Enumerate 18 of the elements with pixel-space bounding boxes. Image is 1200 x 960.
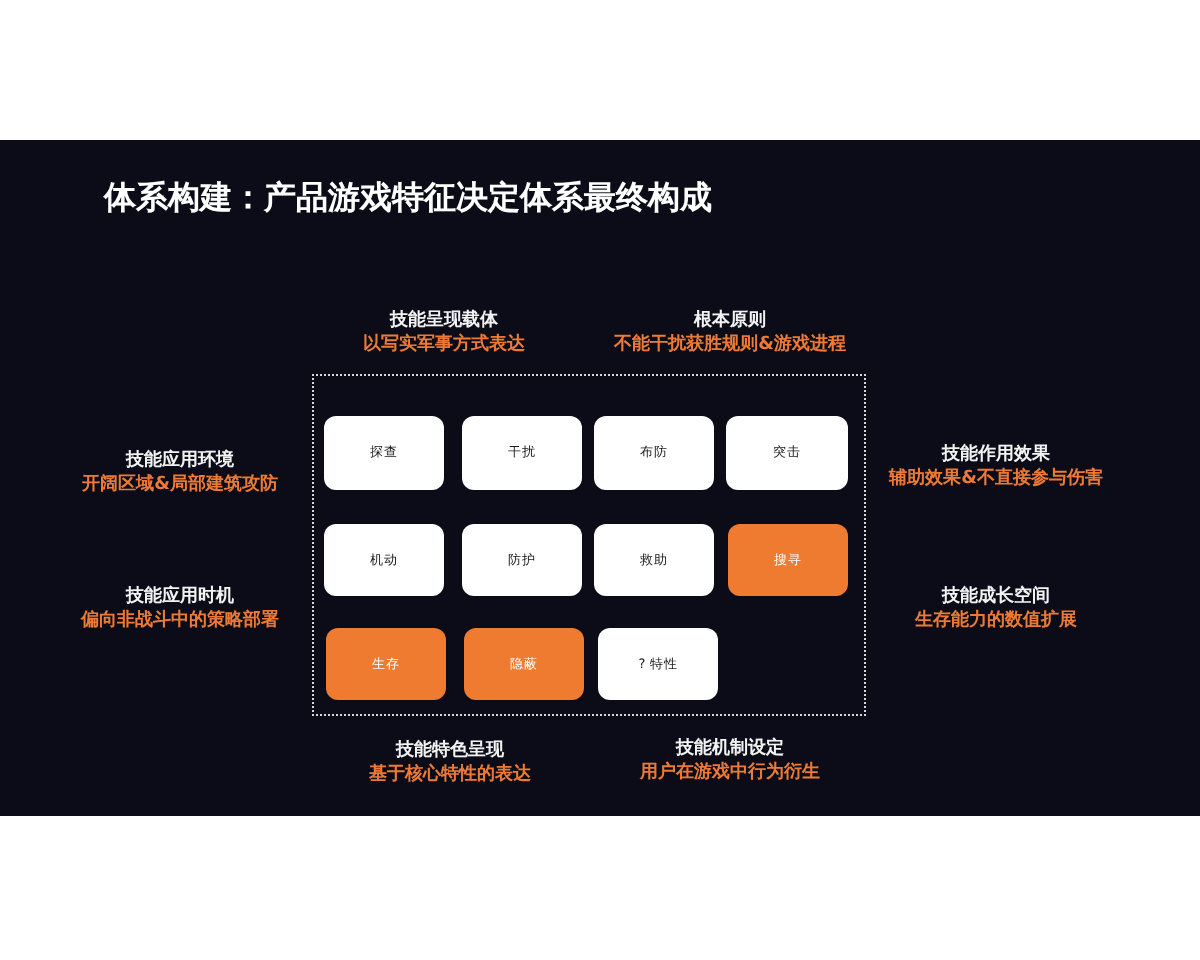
section-heading: 技能应用时机: [126, 587, 234, 609]
section-heading: 技能特色呈现: [396, 741, 504, 763]
section-heading: 根本原则: [694, 311, 766, 333]
section-heading: 技能成长空间: [942, 587, 1050, 609]
section-heading: 技能呈现载体: [390, 311, 498, 333]
section-heading: 技能应用环境: [126, 451, 234, 473]
section-note: 生存能力的数值扩展: [915, 611, 1077, 633]
section-note: 开阔区域&局部建筑攻防: [82, 475, 278, 497]
section-note: 用户在游戏中行为衍生: [640, 763, 820, 785]
section-note: 辅助效果&不直接参与伤害: [889, 469, 1103, 491]
section-note: 不能干扰获胜规则&游戏进程: [614, 335, 846, 357]
section-note: 以写实军事方式表达: [363, 335, 525, 357]
section-heading: 技能机制设定: [676, 739, 784, 761]
section-heading: 技能作用效果: [942, 445, 1050, 467]
slide-title: 体系构建：产品游戏特征决定体系最终构成: [104, 178, 712, 218]
section-note: 基于核心特性的表达: [369, 765, 531, 787]
dotted-frame: [312, 374, 866, 716]
section-note: 偏向非战斗中的策略部署: [81, 611, 279, 633]
